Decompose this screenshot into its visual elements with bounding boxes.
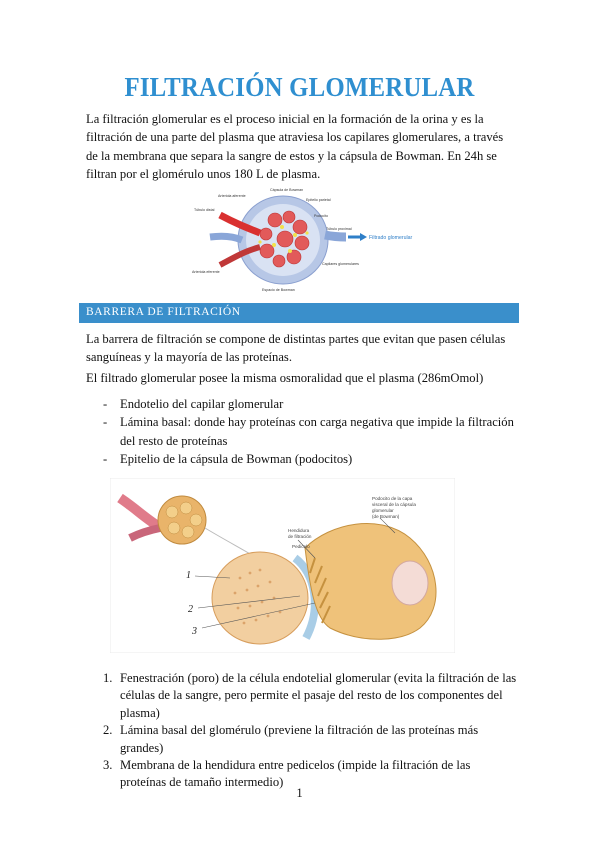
label-tubulo-distal: Túbulo distal xyxy=(194,208,215,212)
distal-tubule-shape xyxy=(209,232,244,244)
label-podocito: Podocito xyxy=(314,214,328,218)
list-number: 2. xyxy=(103,723,113,738)
arteriole-vessel xyxy=(117,493,161,531)
pedicels xyxy=(309,557,331,624)
list-item-text: Fenestración (poro) de la célula endotel… xyxy=(120,671,517,720)
list-item-text: Lámina basal del glomérulo (previene la … xyxy=(120,723,479,755)
label-number-1: 1 xyxy=(186,570,191,581)
barrier-numbered-list: 1. Fenestración (poro) de la célula endot… xyxy=(86,670,518,792)
page-number: 1 xyxy=(296,786,303,800)
list-item: -Lámina basal: donde hay proteínas con c… xyxy=(86,413,518,450)
arteriole-vessel-2 xyxy=(128,524,161,542)
dash-marker: - xyxy=(103,397,108,411)
label-podocito-line3: glomerular xyxy=(372,508,394,513)
glomerulus-diagram: Cápsula de Bowman Arteriola aferente Epi… xyxy=(192,188,413,292)
label-espacio: Espacio de Bowman xyxy=(262,288,295,292)
mini-glomerulus-lobes xyxy=(165,501,203,539)
dash-marker: - xyxy=(103,415,108,430)
capillary-endothelium xyxy=(211,551,309,645)
leader-line-podocito xyxy=(379,517,396,534)
barrier-components-list: -Endotelio del capilar glomerular -Lámin… xyxy=(86,395,518,468)
label-capilares: Capilares glomerulares xyxy=(322,262,359,266)
list-item: 3. Membrana de la hendidura entre pedicel… xyxy=(86,757,518,792)
list-item-text: Membrana de la hendidura entre pedicelos… xyxy=(120,758,471,790)
section-header-bar: BARRERA DE FILTRACIÓN xyxy=(79,303,519,323)
proximal-tubule-shape xyxy=(324,230,347,242)
label-hendidura-line2: de filtración xyxy=(288,534,312,539)
label-capsula: Cápsula de Bowman xyxy=(270,188,303,192)
leader-line-3 xyxy=(201,602,316,629)
label-arteriola-eferente: Arteriola eferente xyxy=(192,270,220,274)
leader-line-1 xyxy=(194,575,231,579)
list-item-text: Epitelio de la cápsula de Bowman (podoci… xyxy=(120,451,353,466)
list-number: 1. xyxy=(103,671,113,685)
label-podocito-line2: visceral de la cápsula xyxy=(372,502,416,507)
capillary-tuft xyxy=(259,210,310,268)
label-epitelio-parietal: Epitelio parietal xyxy=(306,198,331,202)
label-number-3: 3 xyxy=(191,626,197,637)
section-title: BARRERA DE FILTRACIÓN xyxy=(86,306,241,318)
filtration-barrier-illustration: 1 2 3 Podocito de la capa visceral de la… xyxy=(110,478,455,653)
podocyte-marks xyxy=(258,225,309,253)
label-tubulo-proximal: Túbulo proximal xyxy=(326,227,352,231)
label-hendidura-line1: Hendidura xyxy=(288,528,310,533)
leader-line-2 xyxy=(197,595,301,609)
list-item-text: Endotelio del capilar glomerular xyxy=(120,397,284,411)
list-item-text: Lámina basal: donde hay proteínas con ca… xyxy=(120,415,514,448)
filtrate-arrowhead xyxy=(360,233,367,241)
podocyte-nucleus xyxy=(391,560,429,606)
efferent-arteriole-shape xyxy=(218,244,261,268)
list-item: 2. Lámina basal del glomérulo (previene l… xyxy=(86,722,518,757)
label-podocito-line4: (de Bowman) xyxy=(372,514,400,519)
fenestration-pores xyxy=(233,568,282,625)
list-number: 3. xyxy=(103,758,113,773)
label-arteriola-aferente: Arteriola aferente xyxy=(218,194,246,198)
label-pedicelo: Pedicelo xyxy=(292,544,310,549)
leader-line-hendidura xyxy=(297,539,316,559)
dash-marker: - xyxy=(103,451,108,466)
podocyte-cell xyxy=(304,523,437,640)
intro-paragraph: La filtración glomerular es el proceso i… xyxy=(86,112,504,181)
list-item: -Epitelio de la cápsula de Bowman (podoc… xyxy=(86,450,518,468)
label-podocito-line1: Podocito de la capa xyxy=(372,496,413,501)
afferent-arteriole-shape xyxy=(218,211,262,237)
page-title: FILTRACIÓN GLOMERULAR xyxy=(124,72,475,102)
barrier-paragraph: La barrera de filtración se compone de d… xyxy=(86,332,506,365)
osmolarity-paragraph: El filtrado glomerular posee la misma os… xyxy=(86,371,484,385)
label-number-2: 2 xyxy=(188,604,193,615)
list-item: 1. Fenestración (poro) de la célula endot… xyxy=(86,670,518,722)
list-item: -Endotelio del capilar glomerular xyxy=(86,395,518,413)
label-filtrado: Filtrado glomerular xyxy=(369,235,413,241)
